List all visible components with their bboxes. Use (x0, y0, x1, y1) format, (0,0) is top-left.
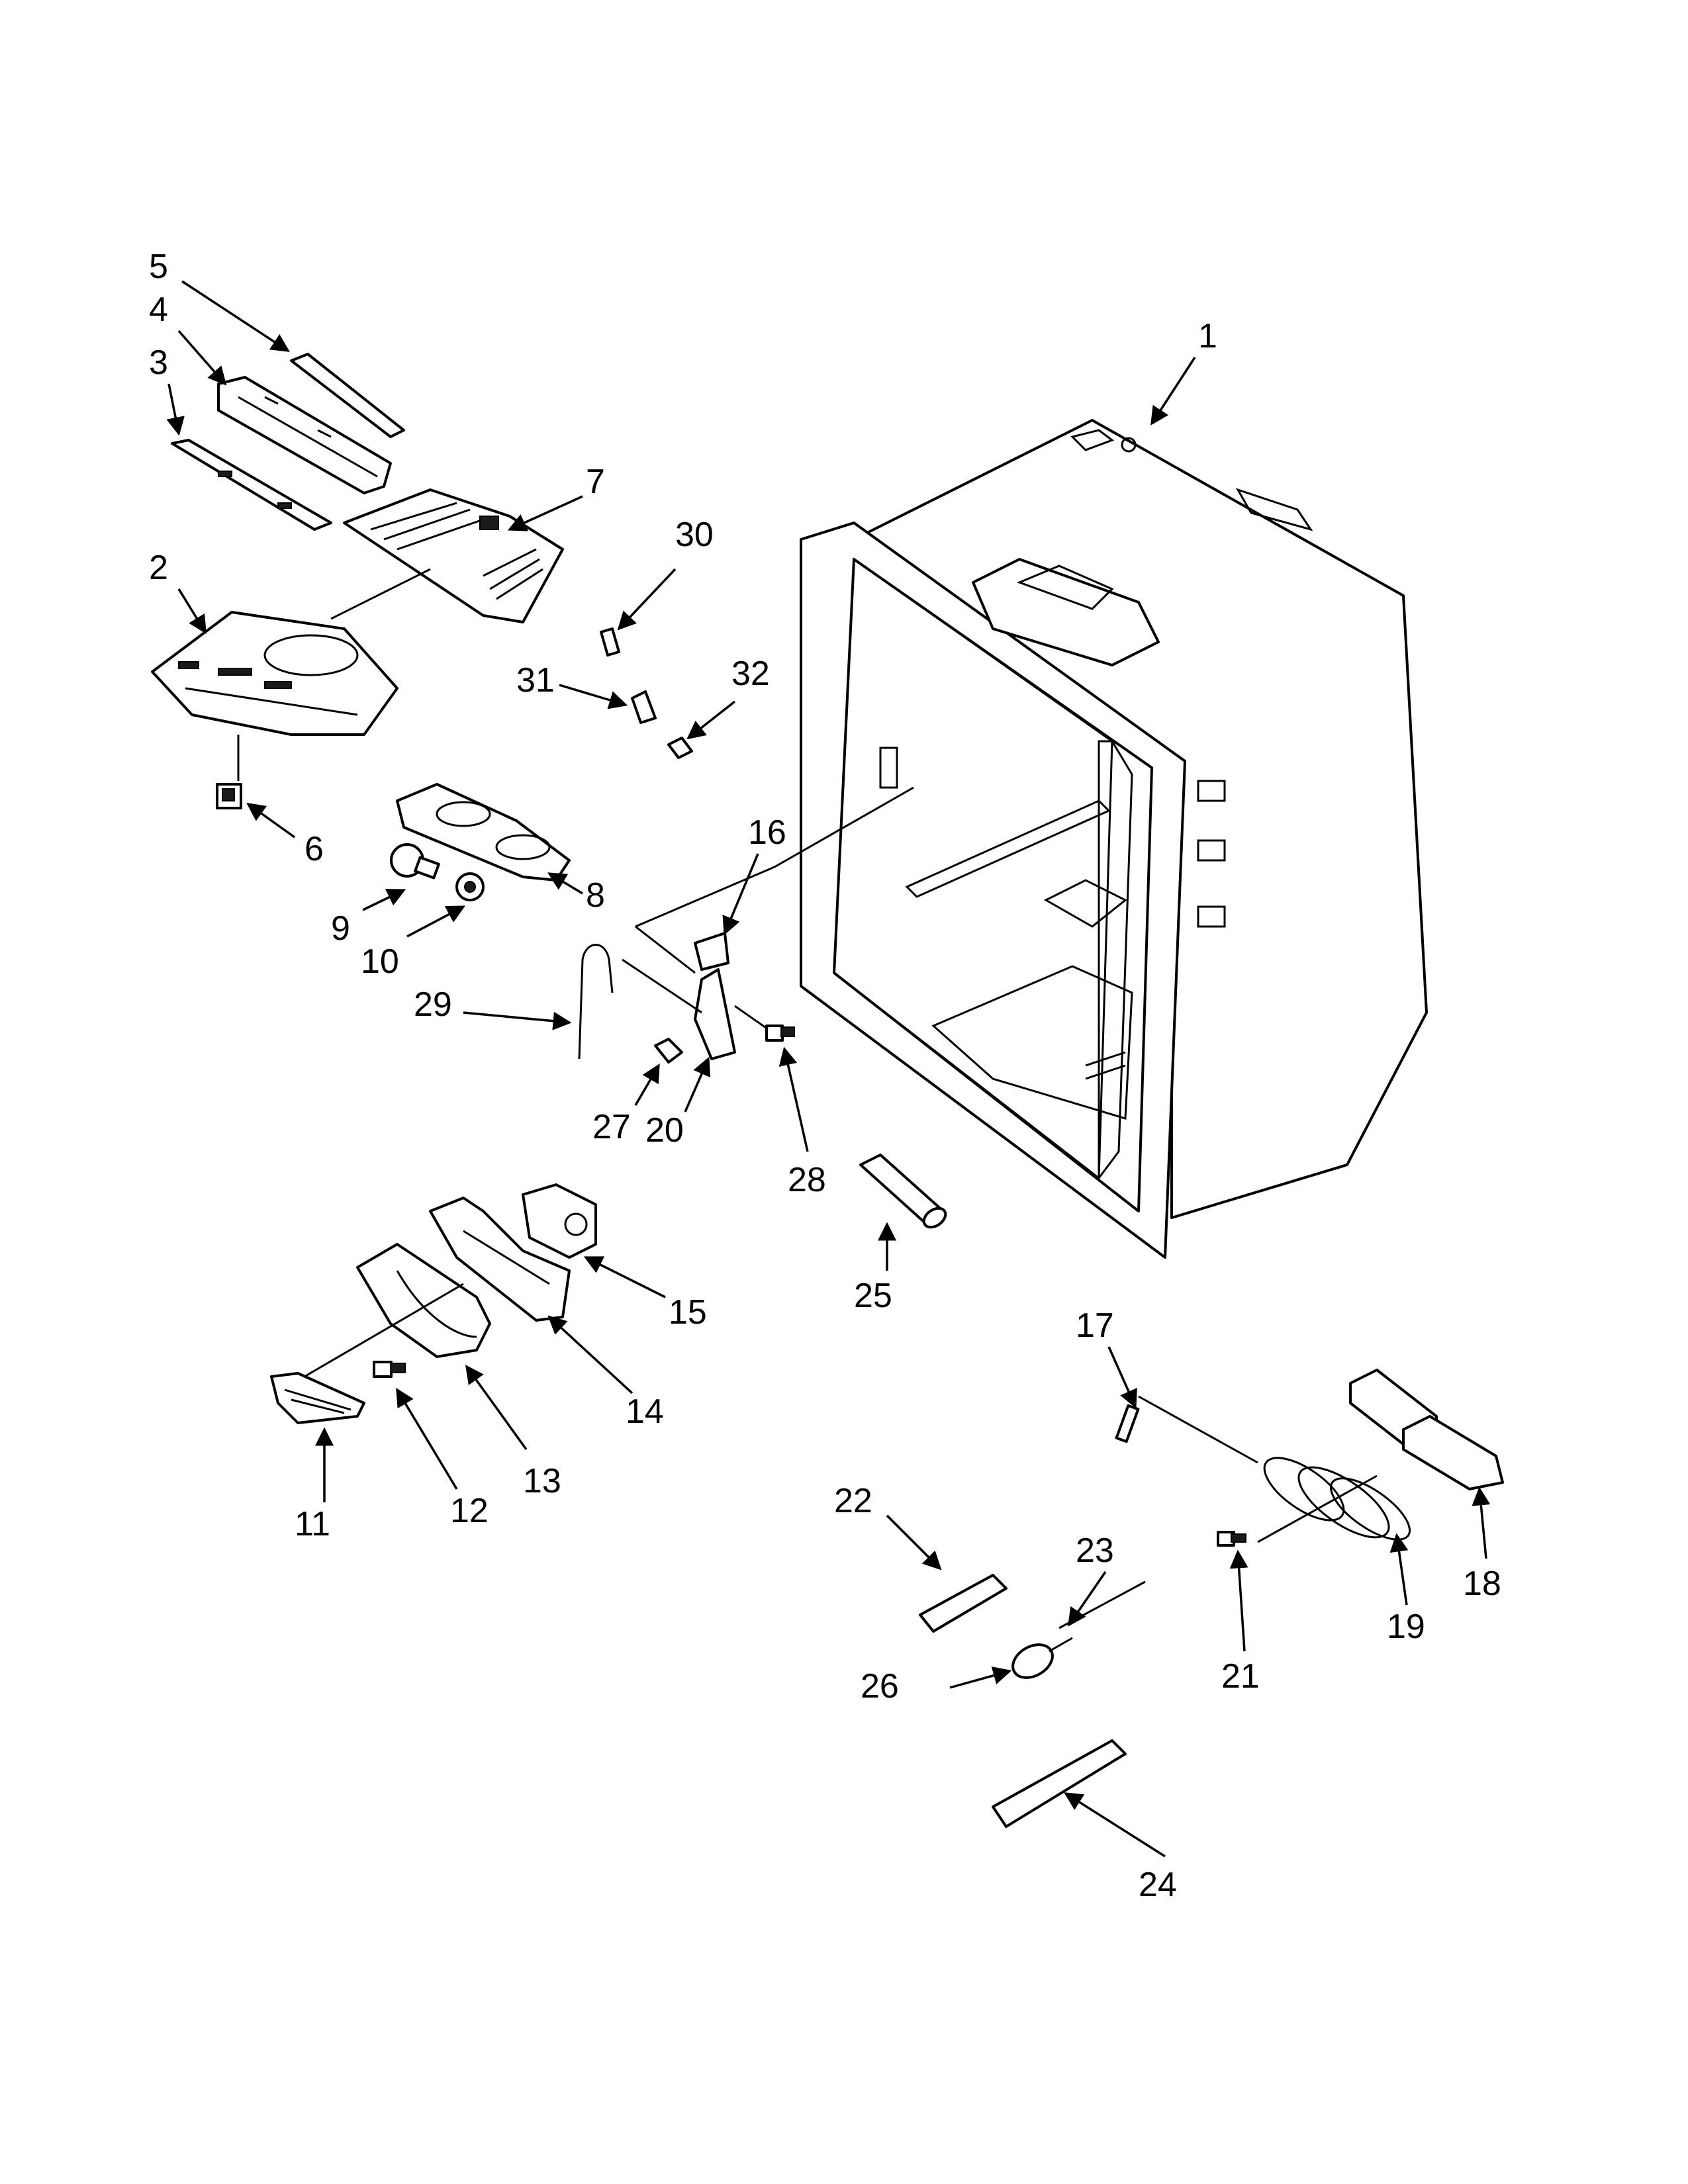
part-25-filter-cap (859, 1154, 947, 1229)
part-14-housing (429, 1197, 571, 1322)
part-26-thermostat (1011, 1637, 1073, 1679)
part-16-gasket (694, 932, 729, 971)
part-2-control-housing (151, 611, 399, 736)
part-13-bezel (356, 1243, 491, 1358)
part-11-lens (270, 1372, 365, 1424)
callout-27: 27 (592, 1108, 631, 1146)
callout-19: 19 (1387, 1608, 1425, 1646)
callout-16: 16 (748, 813, 786, 852)
callout-26: 26 (861, 1667, 899, 1706)
part-28-screw (765, 1024, 795, 1042)
part-10-socket (455, 872, 485, 901)
part-27-clip (654, 1038, 683, 1064)
part-24-rail (992, 1739, 1127, 1828)
leader-lines (166, 280, 1491, 1858)
part-30-clip (600, 627, 620, 657)
callout-6: 6 (305, 830, 324, 868)
callout-15: 15 (669, 1293, 707, 1332)
part-32-clip (667, 737, 693, 759)
callout-9: 9 (331, 909, 350, 948)
part-7-louver-cover (343, 488, 564, 623)
part-4-bracket (217, 376, 392, 494)
part-22-bracket (919, 1574, 1008, 1633)
callout-28: 28 (788, 1161, 826, 1199)
callout-7: 7 (586, 463, 605, 501)
callout-24: 24 (1139, 1866, 1177, 1904)
callout-22: 22 (834, 1482, 872, 1520)
part-9-bulb (390, 843, 440, 880)
callout-21: 21 (1221, 1657, 1260, 1696)
callout-17: 17 (1076, 1306, 1114, 1345)
part-12-screw (373, 1361, 406, 1378)
callout-32: 32 (731, 655, 770, 693)
part-29-tube (578, 944, 614, 1060)
part-3-trim-strip (171, 439, 332, 531)
part-18-clips (1349, 1369, 1504, 1490)
part-20-guide (694, 968, 736, 1060)
callout-8: 8 (586, 876, 605, 915)
callout-23: 23 (1076, 1531, 1114, 1570)
part-19-heater (1263, 1457, 1411, 1541)
callout-1: 1 (1198, 317, 1217, 355)
callout-25: 25 (854, 1277, 892, 1315)
part-17-sensor (1115, 1395, 1258, 1464)
callout-18: 18 (1463, 1565, 1501, 1603)
callout-13: 13 (523, 1462, 561, 1500)
callout-4: 4 (149, 291, 168, 329)
part-15-valve (522, 1183, 597, 1259)
callout-3: 3 (149, 343, 168, 382)
callout-29: 29 (414, 985, 452, 1024)
callout-20: 20 (645, 1111, 684, 1150)
callout-10: 10 (361, 942, 399, 981)
part-6-switch (216, 783, 242, 809)
callout-5: 5 (149, 248, 168, 286)
callout-31: 31 (516, 661, 555, 700)
callout-14: 14 (626, 1392, 664, 1431)
part-1-liner (800, 419, 1428, 1259)
part-31-bracket (631, 690, 657, 724)
part-8-light-housing (396, 783, 571, 882)
part-21-screw (1217, 1531, 1246, 1547)
association-lines (237, 568, 1378, 1543)
callouts: 1 2 3 4 5 6 7 8 9 10 11 12 13 14 15 16 1… (149, 248, 1501, 1904)
callout-2: 2 (149, 549, 168, 587)
callout-30: 30 (675, 516, 714, 554)
callout-11: 11 (295, 1505, 330, 1543)
callout-12: 12 (450, 1492, 489, 1530)
part-5-plate (290, 353, 405, 438)
